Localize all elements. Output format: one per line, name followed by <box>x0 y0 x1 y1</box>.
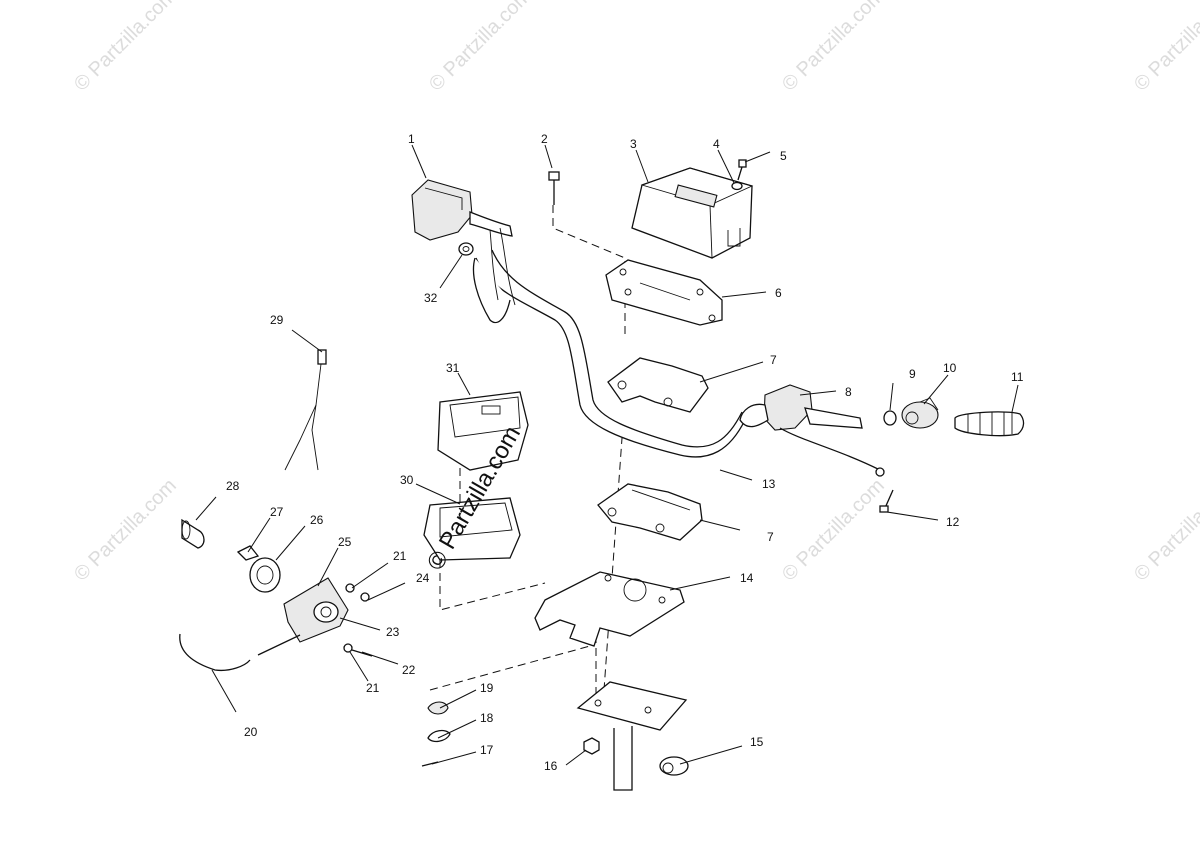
callout-9: 9 <box>909 367 916 381</box>
callout-12: 12 <box>946 515 960 529</box>
throttle-housing <box>901 397 939 429</box>
clip-18 <box>427 729 451 743</box>
bolt-2 <box>548 171 560 205</box>
callout-6: 6 <box>775 286 782 300</box>
callout-7b: 7 <box>767 530 774 544</box>
callout-2: 2 <box>541 132 548 146</box>
washer-9 <box>883 410 897 426</box>
callout-10: 10 <box>943 361 957 375</box>
callout-14: 14 <box>740 571 754 585</box>
upper-clamp <box>607 357 709 413</box>
mounting-cup <box>423 497 521 561</box>
clamp-15 <box>659 756 689 776</box>
callout-15: 15 <box>750 735 764 749</box>
steering-column <box>576 681 688 791</box>
cable-20 <box>179 633 251 672</box>
washer-32 <box>458 242 474 256</box>
callout-labels: 1 2 3 4 5 6 7 8 9 10 11 12 13 7 14 15 16… <box>226 132 1024 773</box>
callout-27: 27 <box>270 505 284 519</box>
callout-13: 13 <box>762 477 776 491</box>
callout-1: 1 <box>408 132 415 146</box>
speedometer <box>437 391 529 471</box>
callout-21b: 21 <box>393 549 407 563</box>
grip <box>954 411 1025 437</box>
handlebar-cover <box>631 167 754 259</box>
callout-17: 17 <box>480 743 494 757</box>
callout-24: 24 <box>416 571 430 585</box>
callout-22: 22 <box>402 663 416 677</box>
washer-4 <box>731 181 743 191</box>
callout-28: 28 <box>226 479 240 493</box>
callout-3: 3 <box>630 137 637 151</box>
callout-4: 4 <box>713 137 720 151</box>
housing-assembly <box>236 545 373 657</box>
callout-29: 29 <box>270 313 284 327</box>
lower-clamp <box>597 483 703 541</box>
callout-32: 32 <box>424 291 438 305</box>
callout-leaders <box>195 144 1019 766</box>
callout-23: 23 <box>386 625 400 639</box>
screw-12 <box>879 489 894 513</box>
cylinder-28 <box>181 518 205 549</box>
callout-18: 18 <box>480 711 494 725</box>
callout-25: 25 <box>338 535 352 549</box>
wire-harness <box>284 349 327 471</box>
callout-7a: 7 <box>770 353 777 367</box>
callout-30: 30 <box>400 473 414 487</box>
callout-8: 8 <box>845 385 852 399</box>
callout-11: 11 <box>1011 370 1024 384</box>
handlebar-plate <box>605 259 723 326</box>
callout-5: 5 <box>780 149 787 163</box>
screw-5 <box>737 159 747 181</box>
callout-16: 16 <box>544 759 558 773</box>
left-master-cylinder <box>411 179 516 306</box>
callout-20: 20 <box>244 725 258 739</box>
right-master-cylinder <box>739 384 885 477</box>
clip-19 <box>427 701 449 715</box>
callout-19: 19 <box>480 681 494 695</box>
callout-21a: 21 <box>366 681 380 695</box>
nut-16 <box>583 737 600 755</box>
callout-31: 31 <box>446 361 460 375</box>
callout-26: 26 <box>310 513 324 527</box>
mounting-bracket <box>534 571 685 647</box>
